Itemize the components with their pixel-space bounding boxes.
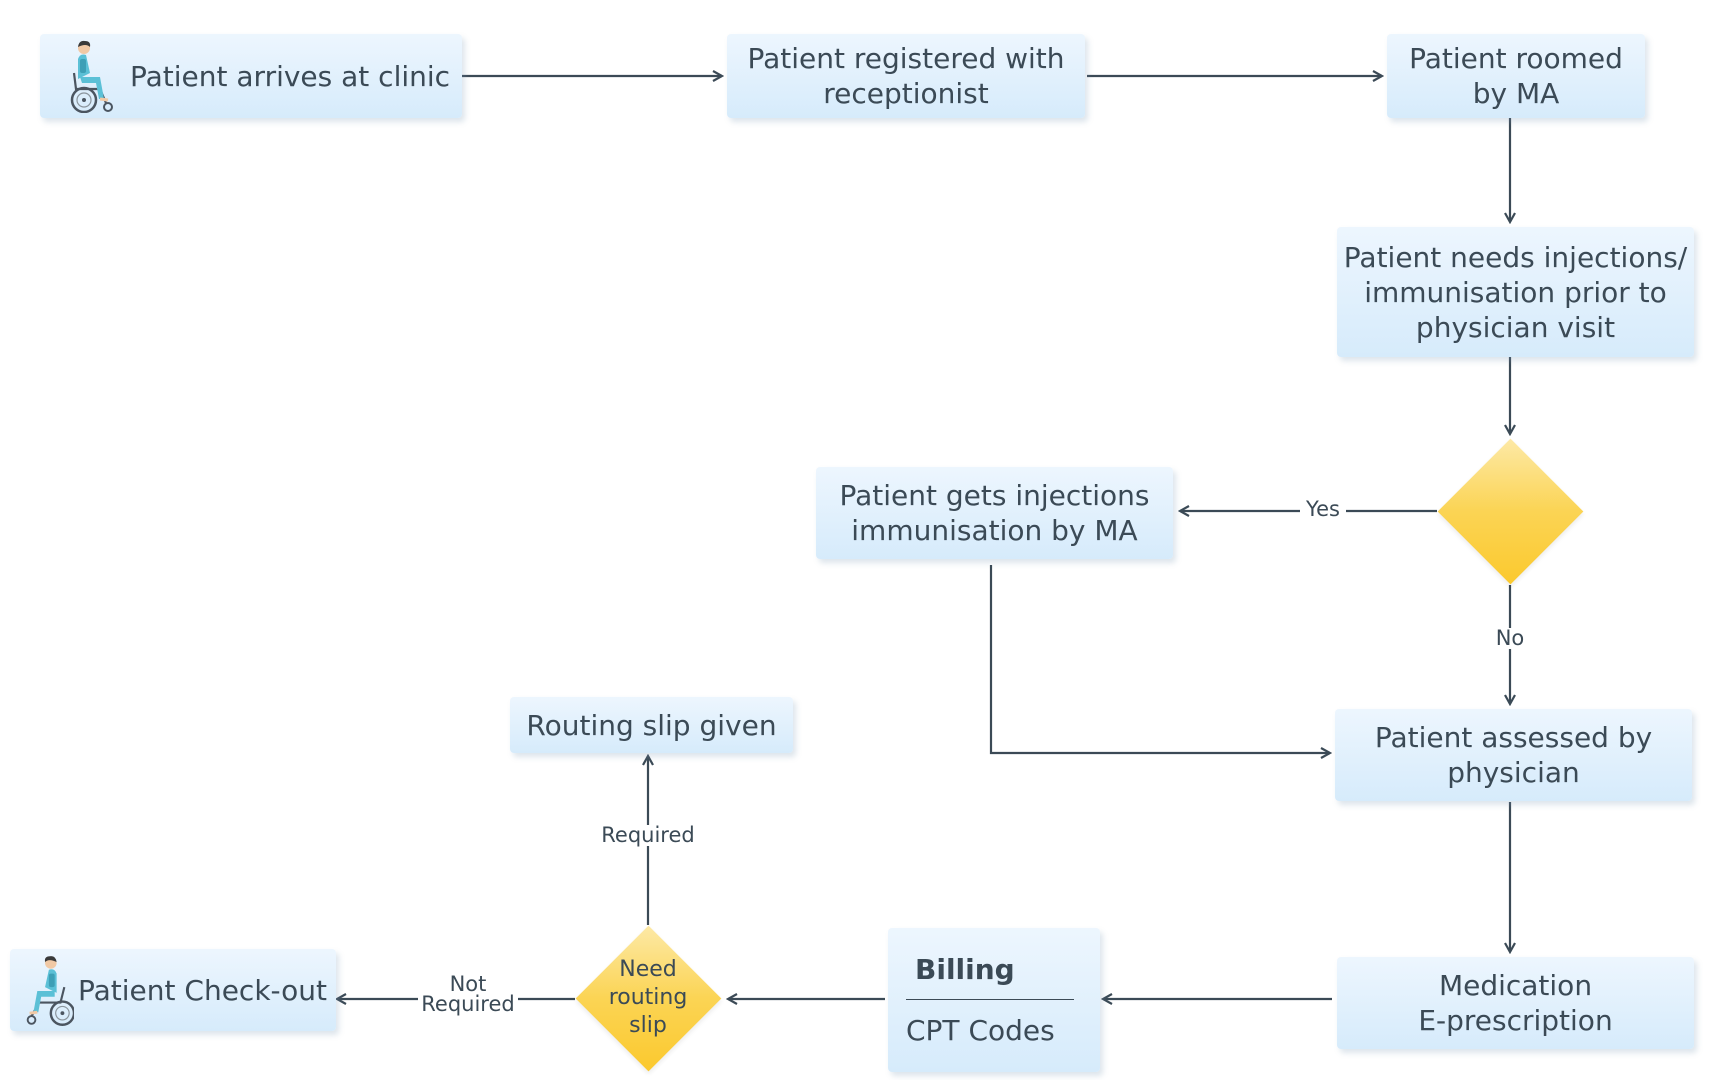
wheelchair-patient-icon <box>26 956 74 1026</box>
node-patient-arrives: Patient arrives at clinic <box>40 34 462 118</box>
node-label: Patient Check-out <box>78 973 328 1007</box>
edge-label-no: No <box>1491 628 1529 649</box>
node-routing-slip-given: Routing slip given <box>510 697 793 753</box>
node-assessed-by-physician: Patient assessed by physician <box>1335 709 1692 801</box>
node-label: Patient arrives at clinic <box>130 59 451 93</box>
edge-label-required: Required <box>598 825 698 846</box>
edge-label-not-required: Not Required <box>418 974 518 1015</box>
node-label: Patient registered with receptionist <box>747 42 1065 110</box>
billing-divider <box>906 998 1074 1000</box>
node-gets-injections: Patient gets injections immunisation by … <box>816 467 1173 559</box>
decision-routing-label: Need routing slip <box>608 957 688 1038</box>
node-label: Patient roomed by MA <box>1409 42 1623 110</box>
node-patient-registered: Patient registered with receptionist <box>727 34 1085 118</box>
billing-title: Billing <box>915 952 1015 986</box>
edge-gets-to-assessed <box>989 565 1330 753</box>
node-billing: Billing CPT Codes <box>888 928 1100 1072</box>
wheelchair-patient-icon <box>70 40 113 113</box>
node-medication: Medication E-prescription <box>1337 957 1694 1049</box>
node-needs-injections: Patient needs injections/ immunisation p… <box>1337 227 1694 357</box>
edge-label-yes: Yes <box>1300 499 1346 520</box>
node-patient-checkout: Patient Check-out <box>10 949 336 1031</box>
node-label: Patient needs injections/ immunisation p… <box>1343 240 1688 344</box>
node-label: Patient gets injections immunisation by … <box>839 479 1150 547</box>
node-label: Medication E-prescription <box>1418 969 1613 1037</box>
node-patient-roomed: Patient roomed by MA <box>1387 34 1645 118</box>
billing-body: CPT Codes <box>906 1013 1055 1047</box>
node-label: Routing slip given <box>526 708 777 742</box>
node-label: Patient assessed by physician <box>1374 721 1653 789</box>
